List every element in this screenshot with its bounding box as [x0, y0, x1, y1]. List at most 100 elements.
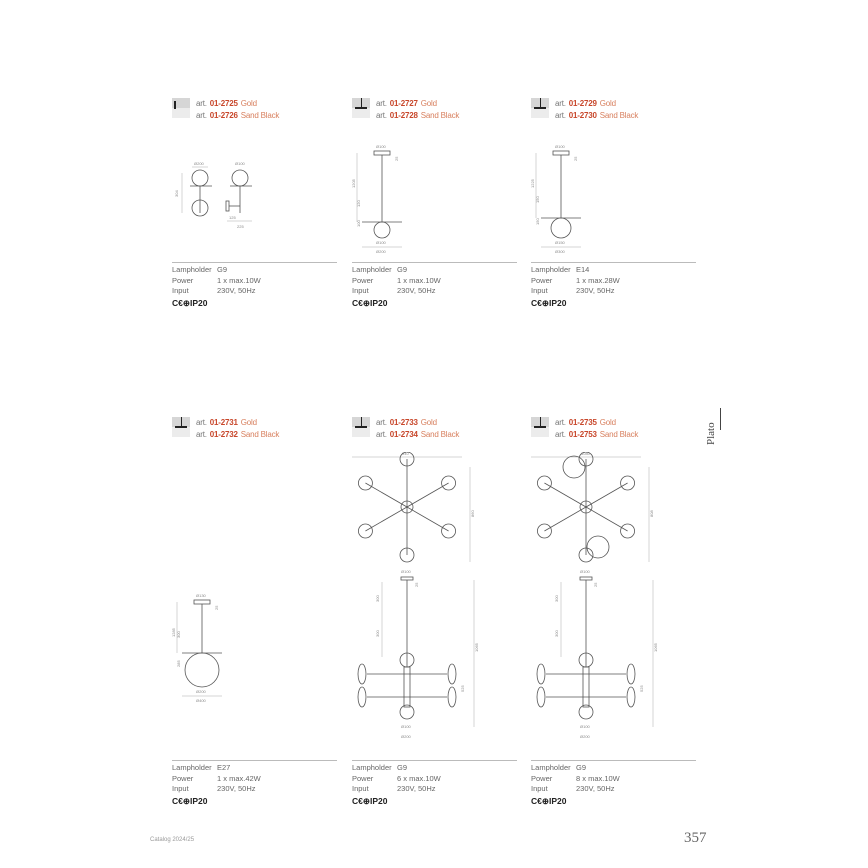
dimension-label: 1065	[653, 642, 658, 652]
finish: Gold	[240, 99, 257, 108]
svg-text:808: 808	[649, 510, 654, 517]
article-code: 01-2729	[568, 99, 597, 108]
dimension-label: 25	[214, 605, 219, 610]
dimension-label: 1285	[172, 627, 176, 637]
certification-icons: C€⊕IP20	[172, 795, 208, 806]
dimension-label: 150	[535, 196, 540, 203]
pendant-mount-icon	[352, 417, 370, 437]
svg-text:25: 25	[414, 582, 419, 587]
svg-text:Ø100: Ø100	[235, 161, 246, 166]
dimension-label: Ø130	[196, 593, 207, 598]
dimension-label: Ø200	[194, 161, 205, 166]
finish: Gold	[420, 99, 437, 108]
dimension-label: 860	[470, 510, 475, 517]
svg-text:125: 125	[229, 215, 236, 220]
svg-text:Ø200: Ø200	[376, 249, 387, 254]
svg-text:Ø300: Ø300	[555, 249, 566, 254]
dimension-label: 225	[237, 224, 244, 229]
svg-text:150: 150	[535, 218, 540, 225]
article-code: 01-2732	[209, 430, 238, 439]
article-code: 01-2734	[389, 430, 418, 439]
svg-text:25: 25	[573, 156, 578, 161]
svg-text:940: 940	[402, 452, 409, 456]
dimension-label: 300	[375, 595, 380, 602]
dimension-label: 525	[639, 685, 644, 692]
dimension-label: 1080	[581, 452, 591, 456]
svg-text:120: 120	[356, 200, 361, 207]
finish: Gold	[599, 418, 616, 427]
finish: Gold	[420, 418, 437, 427]
dimension-label: 25	[414, 582, 419, 587]
svg-text:Ø200: Ø200	[580, 734, 591, 739]
svg-text:304: 304	[174, 190, 179, 197]
article-code: 01-2728	[389, 111, 418, 120]
dimension-label: 300	[375, 630, 380, 637]
certification-icons: C€⊕IP20	[172, 297, 208, 308]
dimension-label: 100	[356, 220, 361, 227]
svg-text:Ø100: Ø100	[401, 569, 412, 574]
dimension-label: Ø200	[401, 734, 412, 739]
svg-text:25: 25	[593, 582, 598, 587]
svg-text:150: 150	[535, 196, 540, 203]
svg-text:25: 25	[394, 156, 399, 161]
dimension-label: 150	[535, 218, 540, 225]
svg-text:1205: 1205	[352, 178, 356, 188]
svg-text:Ø130: Ø130	[196, 593, 207, 598]
product-family-title: Plato	[705, 422, 717, 445]
svg-text:525: 525	[460, 685, 465, 692]
dimension-label: Ø100	[376, 144, 387, 149]
finish: Sand Black	[420, 430, 460, 439]
finish: Sand Black	[240, 111, 280, 120]
dimension-label: Ø100	[555, 144, 566, 149]
dimension-label: Ø100	[401, 569, 412, 574]
dimension-label: Ø100	[580, 724, 591, 729]
dimension-label: 25	[573, 156, 578, 161]
article-code: 01-2753	[568, 430, 597, 439]
dimension-label: 25	[593, 582, 598, 587]
dimension-label: 300	[554, 595, 559, 602]
dimension-label: 525	[460, 685, 465, 692]
certification-icons: C€⊕IP20	[352, 795, 388, 806]
article-code: 01-2726	[209, 111, 238, 120]
dimension-label: 285	[176, 660, 181, 667]
dimension-label: 300	[176, 631, 181, 638]
finish: Gold	[240, 418, 257, 427]
dimension-label: Ø150	[555, 240, 566, 245]
dimension-label: Ø100	[376, 240, 387, 245]
pendant-mount-icon	[352, 98, 370, 118]
svg-text:285: 285	[176, 660, 181, 667]
dimension-label: Ø100	[401, 724, 412, 729]
svg-text:Ø200: Ø200	[196, 689, 207, 694]
svg-text:Ø100: Ø100	[580, 569, 591, 574]
svg-text:300: 300	[554, 630, 559, 637]
dimension-label: 808	[649, 510, 654, 517]
pendant-mount-icon	[172, 417, 190, 437]
family-divider	[720, 408, 721, 430]
dimension-label: 25	[394, 156, 399, 161]
svg-text:Ø100: Ø100	[376, 144, 387, 149]
svg-text:1285: 1285	[172, 627, 176, 637]
svg-text:225: 225	[237, 224, 244, 229]
